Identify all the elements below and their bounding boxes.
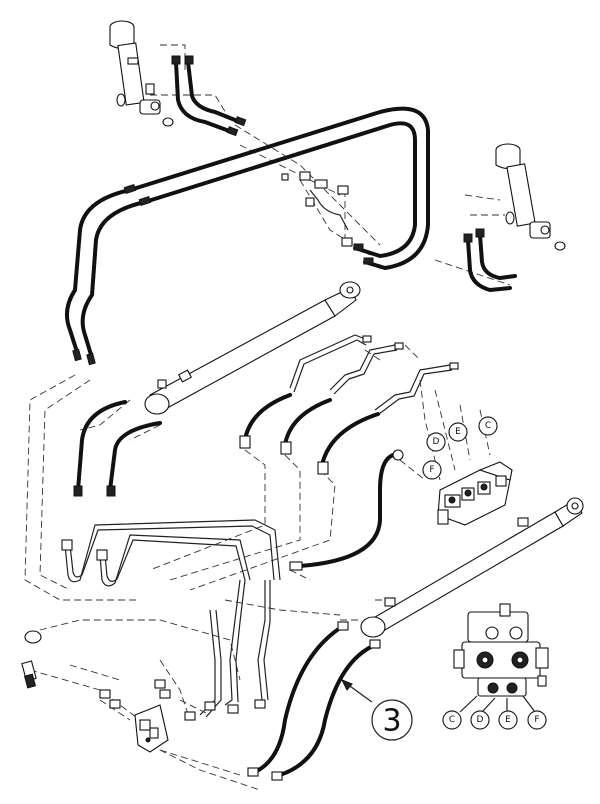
top-tee-fittings <box>281 171 353 247</box>
middle-curved-hoses <box>73 393 380 497</box>
top-letter-callouts: D E C F <box>422 416 498 480</box>
callout-f-top: F <box>429 465 434 475</box>
lower-left-valve <box>99 679 266 753</box>
callout-f-bottom: F <box>534 715 539 725</box>
callout-e-bottom: E <box>505 715 511 725</box>
steel-tubes-to-valve <box>289 334 459 415</box>
callout-d-bottom: D <box>477 715 484 725</box>
callout-e-top: E <box>455 427 461 437</box>
top-right-cylinder <box>495 143 566 251</box>
top-left-cylinder <box>109 20 174 127</box>
lower-right-cylinder <box>360 497 584 638</box>
loose-fittings-left <box>21 630 42 689</box>
valve-detail-inset <box>453 603 549 713</box>
callout-c-bottom: C <box>449 715 455 725</box>
callout-c-top: C <box>485 421 491 431</box>
upper-middle-cylinder <box>144 281 361 415</box>
dashed-leader-lines <box>24 44 511 791</box>
lower-curved-hoses <box>247 621 381 781</box>
callout-d-top: D <box>433 437 440 447</box>
callout-3-text: 3 <box>382 704 401 739</box>
control-valve-upper <box>437 461 513 526</box>
upper-loop-hoses <box>64 55 517 366</box>
lower-left-steel-tubes <box>61 519 281 718</box>
valve-drop-hose <box>289 449 404 571</box>
bottom-letter-callouts: C D E F <box>442 710 547 730</box>
callout-number-3: 3 <box>340 679 413 741</box>
